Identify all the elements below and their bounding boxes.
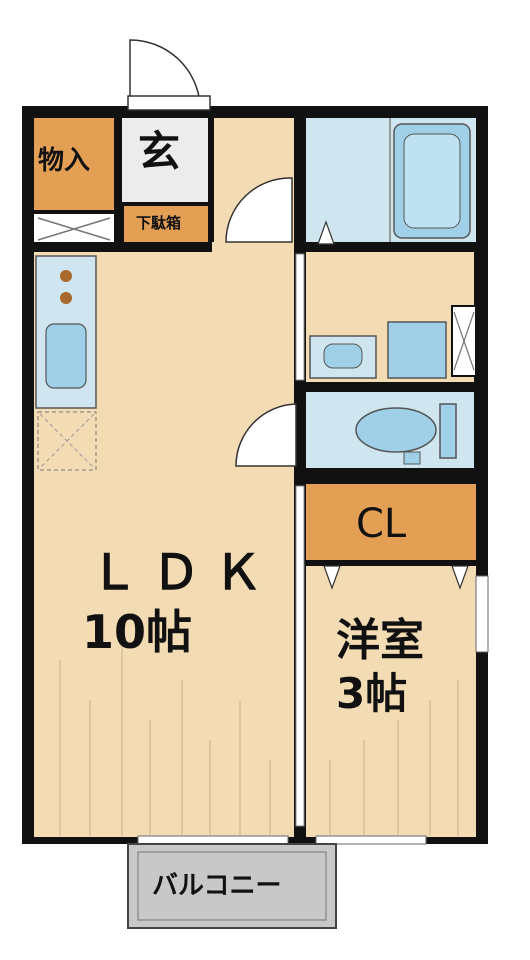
- ldk-size-label: 10帖: [82, 605, 193, 659]
- fridge-hatch-b: [39, 413, 95, 469]
- kitchen-sink: [45, 323, 87, 389]
- balcony-label: バルコニー: [152, 871, 282, 901]
- balcony-window: [137, 835, 289, 845]
- western-room-label: 洋室: [336, 615, 424, 666]
- toilet-bowl: [355, 407, 437, 453]
- storage-hatch-b: [37, 217, 111, 241]
- hall-door-swing: [225, 177, 293, 243]
- entrance-floor: [122, 118, 210, 202]
- wall-storage-right: [114, 118, 122, 242]
- shoe-box: [124, 206, 208, 242]
- wall-toilet-bottom: [300, 470, 480, 484]
- wall-bath-bottom: [300, 242, 480, 252]
- closet-label: CL: [356, 501, 407, 547]
- wash-bowl: [323, 343, 363, 369]
- shoe-box-label: 下駄箱: [136, 214, 182, 232]
- western-room-size-label: 3帖: [336, 669, 408, 718]
- toilet-door-swing: [235, 403, 297, 467]
- utility-hatch-b: [453, 311, 475, 371]
- toilet-tank: [439, 403, 457, 459]
- closet-door-mark-1: [323, 565, 341, 590]
- toilet-paper: [403, 451, 421, 465]
- stove-burner-2: [60, 292, 72, 304]
- wall-entrance-right: [208, 118, 214, 242]
- ldk-label: ＬＤＫ: [90, 545, 277, 601]
- bath-door-mark: [317, 220, 335, 245]
- washer-pan: [387, 321, 447, 379]
- sliding-door-ldk-bed: [295, 485, 305, 827]
- storage-closet: [34, 118, 114, 210]
- balcony-inner: [137, 851, 327, 921]
- bathtub-inner: [403, 133, 461, 229]
- wall-closet-bottom: [300, 560, 480, 566]
- storage-label: 物入: [38, 146, 91, 176]
- stove-burner-1: [60, 270, 72, 282]
- bedroom-window: [315, 835, 427, 845]
- western-room-floor: [306, 566, 476, 837]
- closet-door-mark-2: [451, 565, 469, 590]
- floor-texture: [59, 640, 459, 836]
- wall-entrance-bottom: [22, 242, 212, 252]
- window-right: [475, 575, 489, 653]
- closet: [306, 484, 476, 560]
- entrance-label: 玄: [138, 127, 181, 176]
- sliding-door-wash: [295, 253, 305, 381]
- entry-door-swing: [129, 39, 201, 105]
- entry-door-frame: [127, 95, 211, 111]
- wall-wash-bottom: [300, 382, 480, 392]
